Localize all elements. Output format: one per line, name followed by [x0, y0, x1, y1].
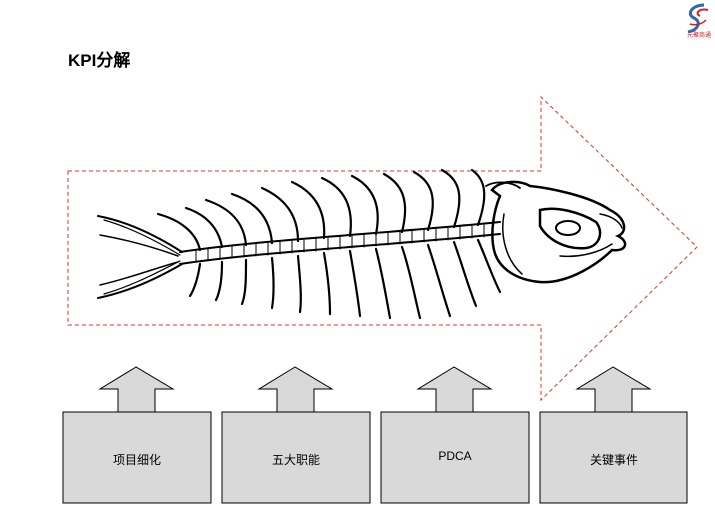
process-box-1 — [62, 366, 212, 504]
box-label-key-events: 关键事件 — [589, 453, 638, 467]
box-label-pdca: PDCA — [438, 449, 472, 463]
logo-text: 元聚商通 — [687, 33, 712, 39]
box-label-five-functions: 五大职能 — [271, 453, 320, 467]
process-box-3 — [380, 366, 530, 504]
page-title: KPI分解 — [68, 51, 131, 70]
company-logo — [682, 2, 714, 44]
logo-swoosh-icon — [687, 3, 709, 34]
process-box-4 — [539, 366, 688, 504]
dashed-arrow — [67, 95, 698, 402]
fish-skeleton-illustration — [97, 168, 627, 320]
process-box-2 — [221, 366, 371, 504]
box-label-item-refinement: 项目细化 — [112, 453, 161, 467]
